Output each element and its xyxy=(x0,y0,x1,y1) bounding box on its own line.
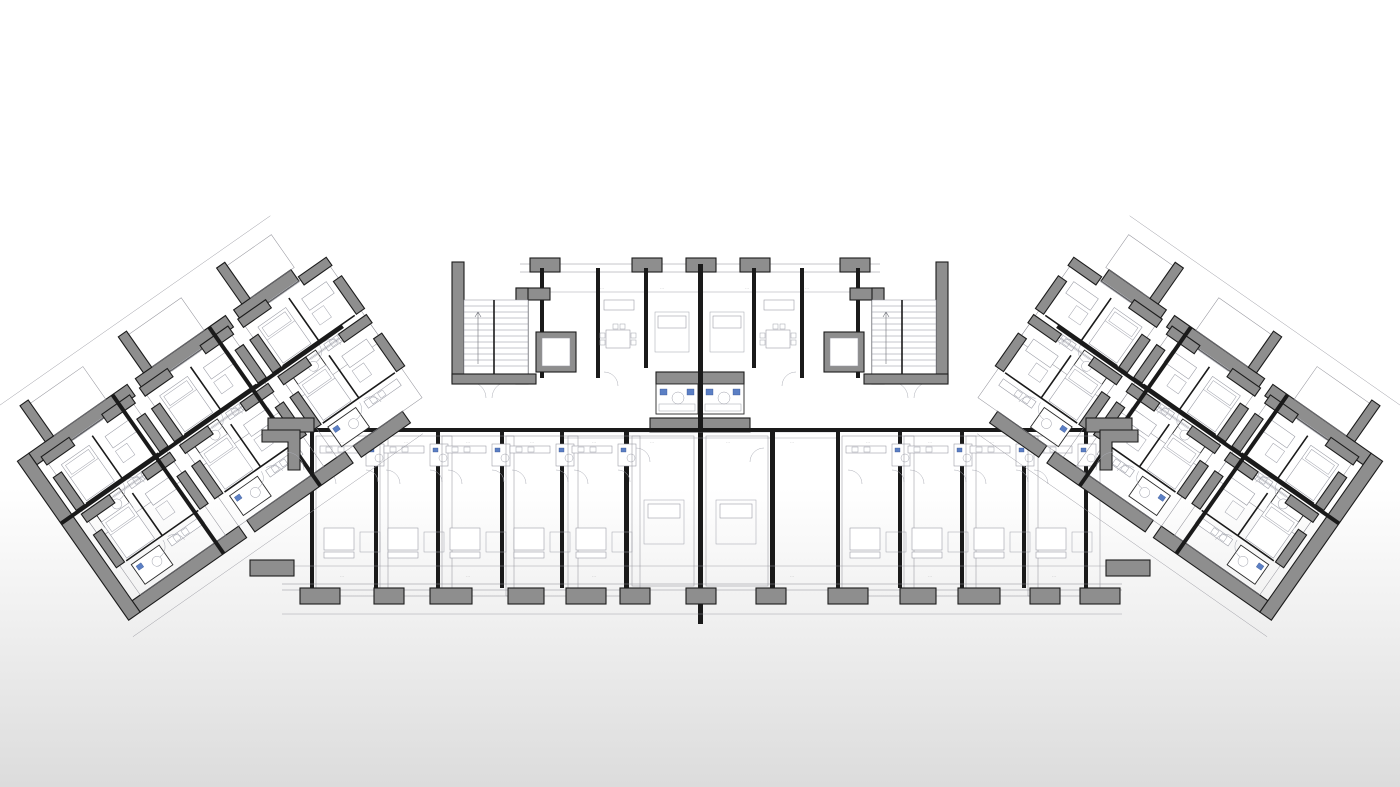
svg-text:···: ··· xyxy=(660,286,664,291)
stair-core-left xyxy=(451,261,577,399)
svg-text:···: ··· xyxy=(866,440,870,445)
stair-core-right xyxy=(823,261,949,399)
unit-upper-3 xyxy=(709,311,745,353)
left-wing xyxy=(0,215,443,637)
svg-text:···: ··· xyxy=(928,574,932,579)
right-wing xyxy=(957,215,1400,637)
svg-text:···: ··· xyxy=(790,440,794,445)
svg-text:···: ··· xyxy=(340,574,344,579)
unit-lower-inner-right xyxy=(705,435,769,587)
svg-text:···: ··· xyxy=(928,440,932,445)
svg-text:···: ··· xyxy=(805,286,809,291)
svg-text:···: ··· xyxy=(404,440,408,445)
svg-text:···: ··· xyxy=(990,440,994,445)
svg-text:···: ··· xyxy=(1052,574,1056,579)
svg-text:···: ··· xyxy=(530,440,534,445)
svg-text:···: ··· xyxy=(466,574,470,579)
svg-text:···: ··· xyxy=(745,286,749,291)
unit-upper-4 xyxy=(759,299,797,387)
unit-lower-inner-left xyxy=(631,435,695,587)
svg-text:···: ··· xyxy=(592,440,596,445)
svg-text:···: ··· xyxy=(790,574,794,579)
unit-upper-1 xyxy=(599,299,637,387)
central-lower-facade xyxy=(282,565,1122,615)
svg-text:···: ··· xyxy=(1052,440,1056,445)
junction-left xyxy=(249,417,315,577)
central-block xyxy=(282,257,1122,624)
unit-upper-2 xyxy=(654,311,690,353)
dimension-annotations: ··· ··· ··· ··· ··· ··· ··· ··· ··· ··· ··· ··… xyxy=(340,286,1056,579)
svg-text:···: ··· xyxy=(650,440,654,445)
svg-text:···: ··· xyxy=(726,440,730,445)
svg-text:···: ··· xyxy=(600,286,604,291)
junction-right xyxy=(1085,417,1151,577)
svg-text:···: ··· xyxy=(466,440,470,445)
corridor-spine xyxy=(560,264,840,624)
svg-text:···: ··· xyxy=(340,440,344,445)
central-lower-units xyxy=(315,435,1101,597)
svg-text:···: ··· xyxy=(592,574,596,579)
central-lower-partitions xyxy=(282,428,1118,588)
